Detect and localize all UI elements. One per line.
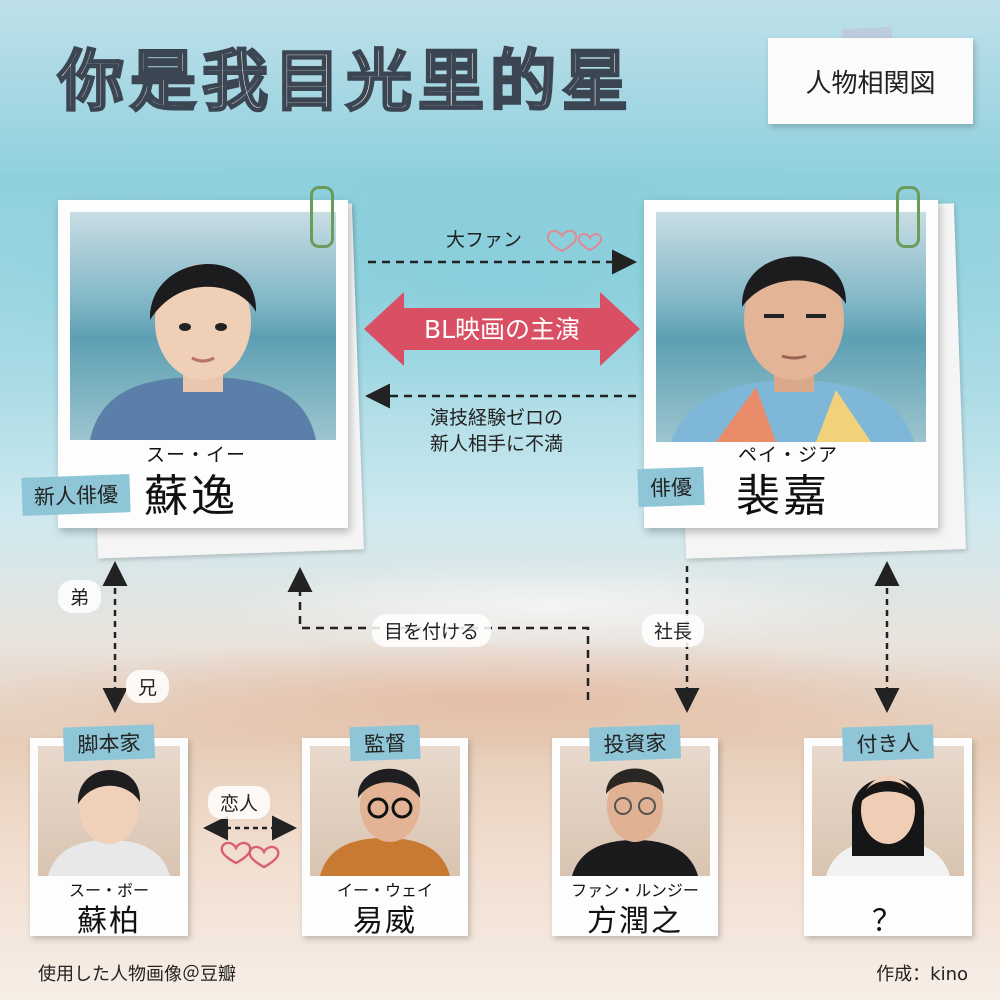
photo-fang-runzhi bbox=[560, 746, 710, 876]
su-bo-role: 脚本家 bbox=[62, 724, 156, 762]
photo-su-bo bbox=[38, 746, 180, 876]
card-assistant: 付き人 ？ bbox=[804, 724, 972, 939]
president-label: 社長 bbox=[642, 614, 705, 647]
yi-wei-role: 監督 bbox=[349, 724, 421, 762]
lovers-label: 恋人 bbox=[208, 786, 271, 819]
eyeing-label: 目を付ける bbox=[372, 614, 492, 647]
paperclip-icon bbox=[310, 186, 334, 248]
photo-assistant bbox=[812, 746, 964, 876]
fang-runzhi-reading: ファン・ルンジー bbox=[571, 881, 699, 900]
pei-jia-reading: ペイ・ジア bbox=[738, 444, 839, 466]
portrait-yi-wei-icon bbox=[320, 768, 450, 876]
polaroid-su-yi: スー・イー 蘇逸 bbox=[58, 200, 348, 528]
card-yi-wei: 監督 イー・ウェイ 易威 bbox=[302, 724, 468, 939]
younger-brother-label: 弟 bbox=[58, 580, 102, 613]
su-yi-role: 新人俳優 bbox=[21, 474, 131, 516]
co-star-label: BL映画の主演 bbox=[423, 315, 581, 344]
assistant-name: ？ bbox=[872, 904, 904, 939]
paperclip-icon bbox=[896, 186, 920, 248]
portrait-su-bo-icon bbox=[48, 769, 170, 876]
heart-icon bbox=[248, 845, 280, 869]
assistant-role: 付き人 bbox=[841, 724, 935, 762]
dissatisfied-label-2: 新人相手に不満 bbox=[430, 433, 564, 455]
card-fang-runzhi: 投資家 ファン・ルンジー 方潤之 bbox=[552, 724, 718, 939]
yi-wei-reading: イー・ウェイ bbox=[336, 881, 433, 900]
photo-su-yi bbox=[70, 212, 336, 440]
big-fan-label: 大ファン bbox=[446, 229, 523, 251]
watercolor-foam bbox=[200, 560, 900, 650]
photo-pei-jia bbox=[656, 212, 926, 442]
fang-runzhi-name: 方潤之 bbox=[587, 904, 683, 939]
su-bo-name: 蘇柏 bbox=[77, 904, 141, 939]
portrait-fang-runzhi-icon bbox=[572, 768, 698, 876]
fang-runzhi-role: 投資家 bbox=[588, 724, 682, 762]
chart-label: 人物相関図 bbox=[768, 38, 973, 124]
photo-yi-wei bbox=[310, 746, 460, 876]
card-su-bo: 脚本家 スー・ボー 蘇柏 bbox=[30, 724, 188, 939]
image-credit: 使用した人物画像＠豆瓣 bbox=[38, 964, 236, 985]
yi-wei-name: 易威 bbox=[353, 904, 417, 939]
portrait-assistant-icon bbox=[826, 776, 950, 876]
portrait-pei-jia-icon bbox=[671, 256, 914, 442]
author-credit: 作成：kino bbox=[876, 964, 968, 985]
drama-title: 你是我目光里的星 bbox=[57, 42, 634, 122]
co-star-arrow-icon bbox=[364, 292, 640, 366]
heart-icon bbox=[220, 841, 252, 865]
dissatisfied-label-1: 演技経験ゼロの bbox=[430, 407, 564, 429]
pei-jia-name: 裴嘉 bbox=[736, 471, 830, 522]
su-bo-reading: スー・ボー bbox=[68, 881, 149, 900]
pei-jia-role: 俳優 bbox=[637, 466, 705, 508]
su-yi-reading: スー・イー bbox=[146, 444, 247, 466]
portrait-su-yi-icon bbox=[90, 264, 316, 440]
older-brother-label: 兄 bbox=[126, 670, 170, 703]
su-yi-name: 蘇逸 bbox=[144, 471, 238, 522]
